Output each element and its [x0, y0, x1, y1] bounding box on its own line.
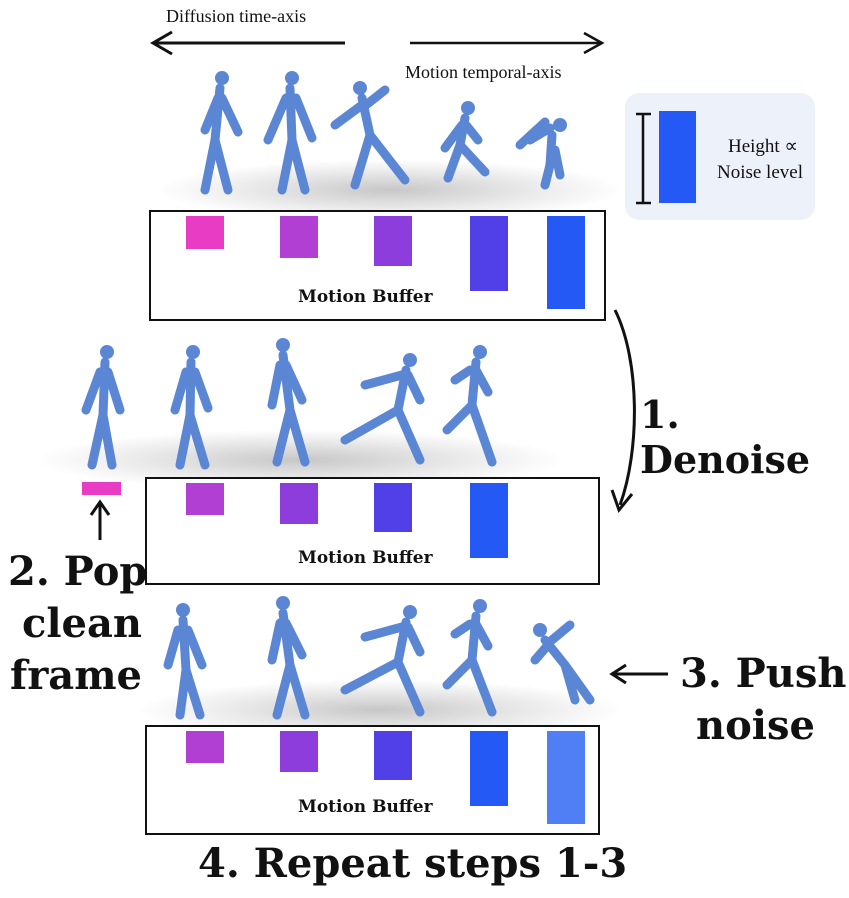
step-denoise-label: 1. Denoise	[640, 392, 811, 482]
motion-figure	[442, 345, 497, 467]
motion-figure	[200, 71, 243, 195]
step-pop-label-line1: 2. Pop	[8, 548, 148, 595]
motion-figure	[340, 353, 425, 465]
motion-figure	[442, 599, 497, 717]
motion-figure	[81, 345, 125, 470]
motion-buffer-label: Motion Buffer	[298, 797, 433, 817]
diffusion-axis-label: Diffusion time-axis	[166, 6, 307, 26]
motion-figure	[440, 101, 490, 183]
motion-figure	[267, 596, 310, 720]
noise-bar	[186, 731, 224, 763]
noise-bar	[374, 216, 412, 266]
noise-bar	[374, 731, 412, 780]
noise-bar	[280, 483, 318, 524]
step-push-label-line1: 3. Push	[680, 650, 847, 697]
popped-clean-frame-bar	[82, 482, 121, 495]
motion-figure	[530, 620, 595, 705]
step-repeat-label: 4. Repeat steps 1-3	[198, 840, 628, 887]
motion-figure	[163, 603, 207, 720]
motion-figure	[267, 338, 310, 467]
noise-bar	[470, 731, 508, 806]
arrow-left-icon	[150, 30, 345, 56]
noise-bar	[547, 731, 585, 824]
motion-buffer-label: Motion Buffer	[298, 548, 433, 568]
noise-bar	[186, 483, 224, 515]
motion-figure	[170, 345, 213, 470]
legend-bracket-icon	[636, 112, 651, 205]
noise-bar	[547, 216, 585, 309]
motion-axis-label: Motion temporal-axis	[405, 62, 562, 82]
arrow-left-icon	[609, 663, 668, 685]
arrow-up-icon	[89, 499, 111, 540]
step-pop-label-line2: clean	[22, 600, 142, 647]
legend-text-line2: Noise level	[716, 162, 803, 183]
noise-bar	[470, 483, 508, 558]
motion-figure	[263, 71, 317, 195]
arrow-right-icon	[410, 31, 605, 55]
curved-arrow-icon	[610, 309, 636, 514]
step-push-label-line2: noise	[696, 702, 815, 749]
noise-bar	[280, 216, 318, 258]
legend-panel: Height ∝ Noise level	[625, 93, 815, 220]
noise-bar	[280, 731, 318, 772]
legend-noise-bar	[659, 111, 696, 203]
noise-bar	[186, 216, 224, 249]
noise-bar	[374, 483, 412, 532]
motion-buffer-label: Motion Buffer	[298, 287, 433, 307]
motion-figure	[340, 605, 425, 717]
step-pop-label-line3: frame	[10, 652, 142, 699]
motion-figure	[330, 81, 410, 190]
motion-figure	[515, 117, 567, 190]
legend-text-line1: Height ∝	[727, 136, 799, 157]
noise-bar	[470, 216, 508, 291]
